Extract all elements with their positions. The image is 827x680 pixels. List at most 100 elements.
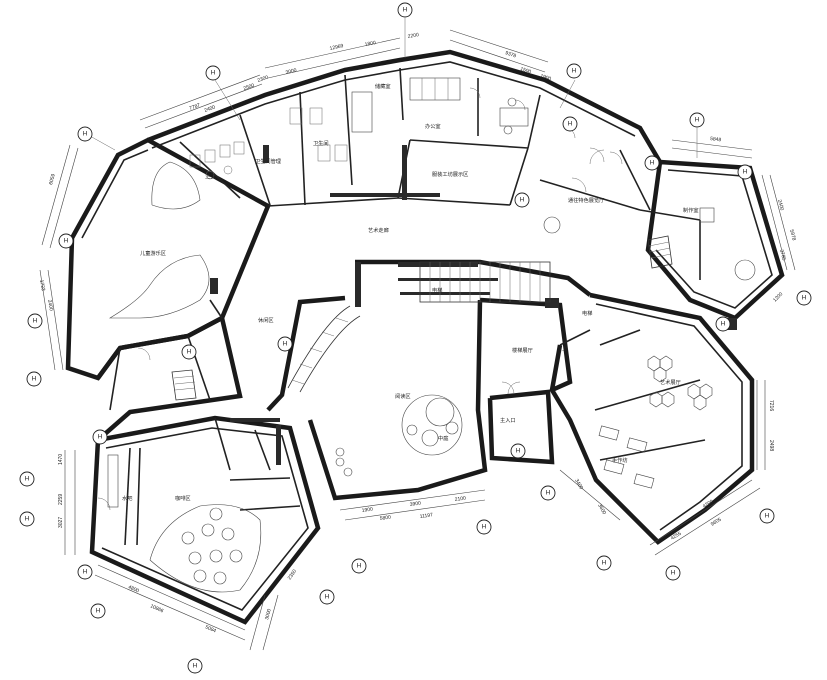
svg-text:H: H (403, 7, 408, 14)
svg-text:H: H (482, 524, 487, 531)
stair-northeast (647, 235, 673, 269)
svg-text:H: H (765, 513, 770, 520)
svg-text:H: H (96, 608, 101, 615)
axis-marker-6: H (689, 112, 705, 158)
label-stair-gallery: 楼梯展厅 (512, 346, 533, 354)
svg-text:1200: 1200 (772, 291, 784, 303)
svg-text:2498: 2498 (768, 440, 774, 451)
svg-text:7216: 7216 (768, 400, 774, 411)
label-north-exhibit: 通往特色展览厅 (568, 196, 604, 204)
svg-text:3785: 3785 (778, 249, 787, 262)
svg-text:H: H (325, 594, 330, 601)
axis-marker-14: H (181, 344, 197, 360)
axis-marker-2: H (205, 65, 241, 121)
svg-text:H: H (602, 560, 607, 567)
svg-text:H: H (572, 68, 577, 75)
label-up: 上 (562, 344, 567, 352)
axis-marker-30: H (187, 658, 203, 674)
label-studio: 服装工坊展示区 (432, 170, 468, 178)
svg-text:2350: 2350 (287, 568, 298, 581)
label-art-gallery: 艺术展厅 (660, 378, 681, 386)
label-cafe: 咖啡区 (175, 494, 191, 502)
axis-marker-11: H (796, 290, 812, 306)
axis-marker-23: H (476, 519, 492, 535)
svg-text:11197: 11197 (419, 512, 433, 520)
svg-text:H: H (32, 376, 37, 383)
svg-text:H: H (357, 563, 362, 570)
svg-text:1900: 1900 (361, 506, 373, 514)
label-crafts: 手作坊 (612, 456, 628, 464)
label-main-entry: 主入口 (500, 416, 516, 424)
axis-marker-16: H (26, 371, 42, 387)
svg-text:2259: 2259 (58, 494, 64, 505)
svg-text:7787: 7787 (189, 102, 202, 112)
svg-text:H: H (650, 160, 655, 167)
svg-text:4200: 4200 (702, 499, 715, 510)
svg-text:2400: 2400 (46, 299, 54, 311)
svg-text:H: H (193, 663, 198, 670)
stair-west (171, 369, 197, 401)
dimension-values: 12969 3000 2500 2300 7787 2400 9378 1500… (38, 32, 797, 634)
stair-curved (287, 305, 361, 393)
doors (97, 87, 623, 511)
interior-walls (109, 67, 706, 546)
axis-marker-22: H (759, 508, 775, 524)
axis-marker-9: H (737, 164, 753, 180)
svg-text:5848: 5848 (710, 136, 722, 143)
svg-text:2200: 2200 (407, 32, 419, 40)
svg-text:H: H (33, 318, 38, 325)
axis-marker-1: H (397, 2, 413, 58)
svg-text:H: H (516, 448, 521, 455)
axis-marker-29: H (90, 603, 106, 619)
svg-text:5084: 5084 (204, 624, 217, 634)
svg-text:12969: 12969 (329, 43, 344, 52)
svg-text:6059: 6059 (48, 173, 57, 186)
svg-text:2500: 2500 (243, 83, 256, 92)
svg-text:H: H (721, 321, 726, 328)
svg-text:3000: 3000 (264, 608, 273, 621)
axis-markers: H H H H H H H H H H H H H H H H H H H H … (19, 2, 812, 674)
svg-text:H: H (25, 516, 30, 523)
svg-text:H: H (520, 197, 525, 204)
axis-marker-25: H (596, 555, 612, 571)
svg-text:H: H (83, 569, 88, 576)
svg-text:1900: 1900 (539, 73, 552, 82)
svg-text:H: H (25, 476, 30, 483)
svg-text:H: H (98, 434, 103, 441)
svg-text:1723: 1723 (38, 279, 46, 291)
axis-marker-20: H (540, 485, 556, 501)
label-lounge: 休闲区 (258, 316, 274, 324)
axis-marker-12: H (715, 316, 731, 332)
svg-text:2300: 2300 (257, 75, 270, 84)
room-labels: 办公室 服装工坊展示区 艺术走廊 卫生间 卫生间管理 卫生 儿童游乐区 休闲区 … (122, 82, 699, 502)
axis-marker-17: H (92, 429, 108, 445)
axis-marker-3: H (559, 63, 582, 109)
axis-marker-21: H (19, 511, 35, 527)
axis-marker-10: H (58, 233, 74, 249)
svg-text:2400: 2400 (204, 104, 217, 114)
label-office: 办公室 (425, 122, 441, 130)
svg-text:H: H (64, 238, 69, 245)
svg-text:2100: 2100 (454, 495, 466, 503)
label-storage: 储藏室 (375, 82, 391, 90)
label-reading: 阅读区 (395, 392, 411, 400)
label-workshop: 制作室 (683, 206, 699, 214)
axis-marker-13: H (27, 313, 43, 329)
axis-marker-15: H (277, 336, 293, 352)
svg-text:H: H (671, 570, 676, 577)
svg-text:10866: 10866 (149, 603, 164, 614)
label-stage: 中庭 (438, 434, 448, 442)
label-bar: 水吧 (122, 494, 133, 502)
svg-text:H: H (568, 121, 573, 128)
axis-marker-27: H (77, 564, 93, 580)
label-elevator: 电梯 (432, 286, 442, 294)
dimension-lines (39, 29, 796, 651)
svg-text:4800: 4800 (127, 584, 140, 594)
label-toilet-a: 卫生间 (313, 139, 329, 147)
svg-text:H: H (283, 341, 288, 348)
staircases (171, 235, 673, 401)
axis-marker-8: H (514, 192, 530, 208)
label-walkway: 艺术走廊 (368, 226, 389, 234)
svg-text:3600: 3600 (596, 503, 607, 516)
label-toilet-c: 卫生 (205, 172, 215, 180)
